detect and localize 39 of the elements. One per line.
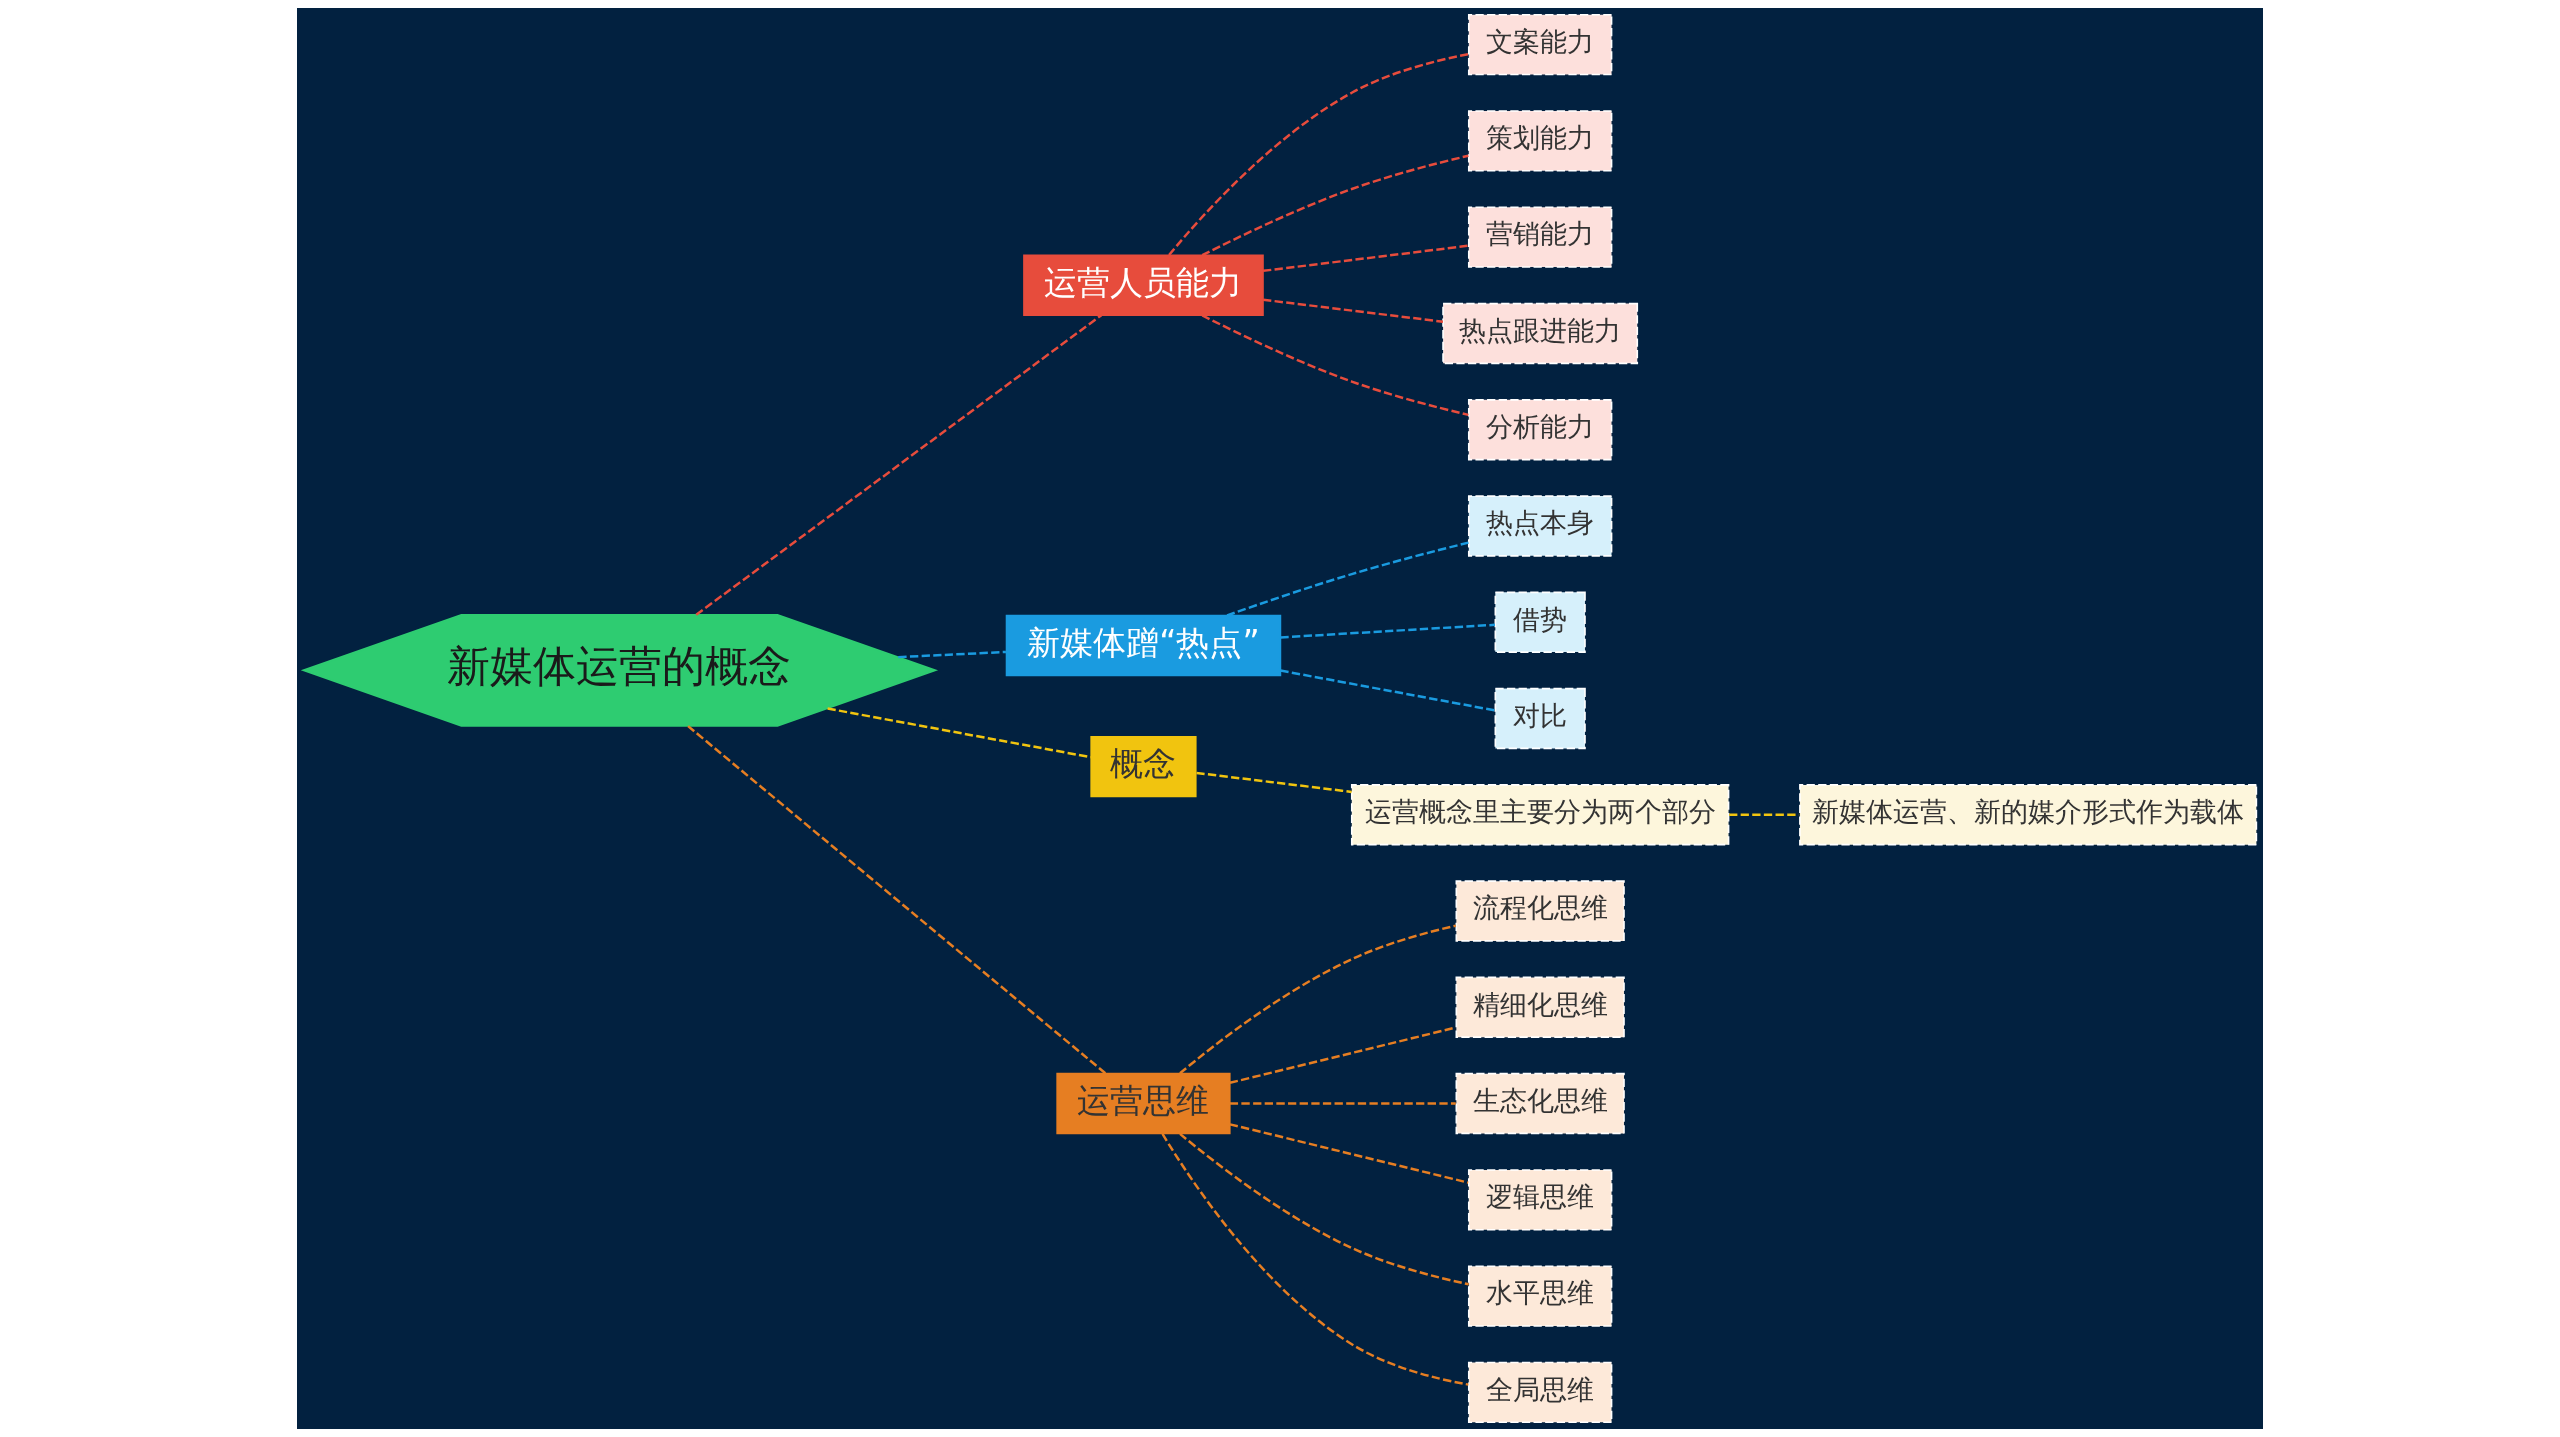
node-box: 对比: [1494, 687, 1586, 750]
node-box: 运营人员能力: [1023, 254, 1264, 316]
node-box: 水平思维: [1467, 1265, 1613, 1327]
node-box: 流程化思维: [1455, 880, 1625, 942]
node-box: 热点跟进能力: [1442, 302, 1639, 365]
connector: [1263, 244, 1469, 273]
node-box: 热点本身: [1467, 495, 1613, 557]
node-box: 营销能力: [1467, 206, 1613, 268]
connector: [1226, 541, 1469, 617]
connector: [827, 707, 1092, 759]
node-box: 概念: [1090, 735, 1197, 798]
node-box: 文案能力: [1467, 13, 1613, 76]
node-box: 新媒体蹭“热点”: [1005, 614, 1282, 677]
node-box: 新媒体运营、新的媒介形式作为载体: [1799, 784, 2258, 846]
connector: [1280, 669, 1496, 712]
connector: [687, 725, 1107, 1075]
node-box: 精细化思维: [1455, 976, 1625, 1038]
connector: [1179, 924, 1457, 1075]
connector: [1179, 1132, 1469, 1286]
node-box: 借势: [1494, 591, 1586, 653]
connector: [1196, 771, 1352, 794]
connector: [1229, 1026, 1457, 1084]
node-box: 分析能力: [1467, 399, 1613, 461]
node-box: 策划能力: [1467, 110, 1613, 172]
connector: [1201, 314, 1469, 417]
node-box: 逻辑思维: [1467, 1169, 1613, 1231]
connector: [695, 314, 1103, 616]
connector: [1229, 1123, 1469, 1184]
connector: [1168, 52, 1469, 256]
connector: [1201, 154, 1469, 257]
connector: [1263, 298, 1444, 323]
node-box: 运营思维: [1056, 1072, 1231, 1135]
connector: [898, 650, 1006, 659]
connector: [1161, 1133, 1469, 1386]
node-box: 运营概念里主要分为两个部分: [1350, 784, 1730, 846]
connector: [1280, 623, 1495, 639]
node-box: 生态化思维: [1455, 1072, 1625, 1135]
node-box: 全局思维: [1467, 1361, 1613, 1424]
connector: [1230, 1102, 1456, 1105]
